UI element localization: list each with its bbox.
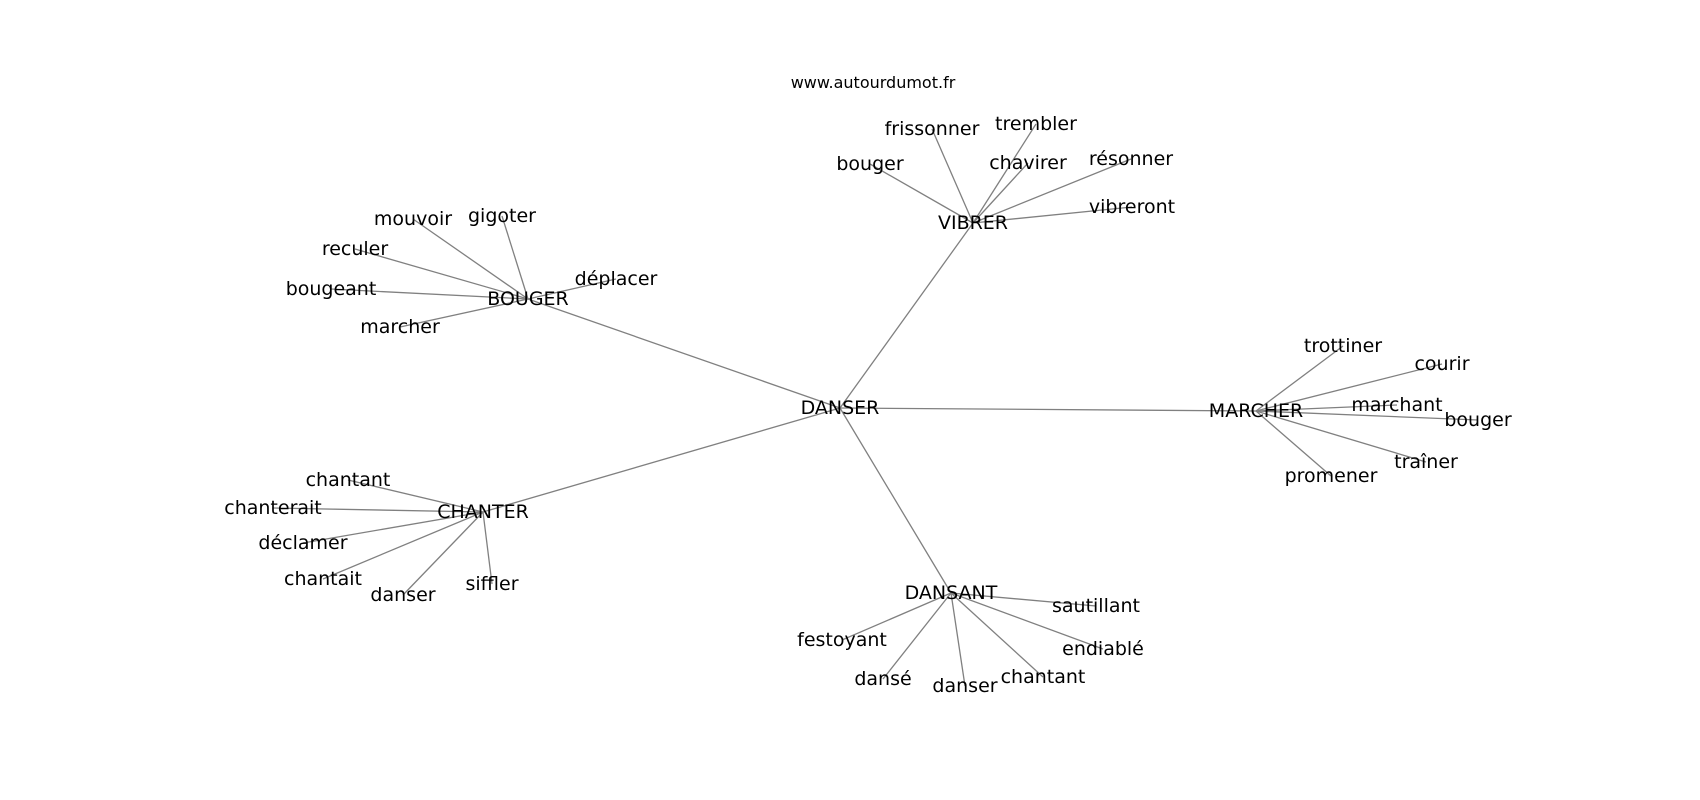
leaf-node-dansant-0[interactable]: sautillant <box>1052 595 1140 617</box>
edge-dansant-leaf-2 <box>950 592 1104 650</box>
leaf-node-marcher-0[interactable]: trottiner <box>1304 335 1382 357</box>
leaf-node-dansant-2[interactable]: endiablé <box>1062 638 1144 660</box>
edge-bouger-leaf-4 <box>330 288 529 300</box>
edge-vibrer-leaf-5 <box>972 206 1133 224</box>
edge-vibrer-leaf-3 <box>972 162 1029 224</box>
leaf-node-chanter-4[interactable]: danser <box>370 584 435 606</box>
hub-node-bouger[interactable]: BOUGER <box>487 288 569 310</box>
leaf-node-bouger-3[interactable]: déplacer <box>575 268 658 290</box>
leaf-node-vibrer-4[interactable]: résonner <box>1089 148 1173 170</box>
edge-marcher-leaf-0 <box>1255 345 1344 412</box>
edge-danser-marcher <box>839 407 1257 412</box>
leaf-node-bouger-0[interactable]: mouvoir <box>374 208 452 230</box>
edge-bouger-leaf-1 <box>501 215 529 300</box>
leaf-node-marcher-3[interactable]: bouger <box>1444 409 1511 431</box>
edge-bouger-leaf-5 <box>399 298 529 328</box>
graph-labels: www.autourdumot.fr DANSER BOUGER mouvoir gi… <box>224 73 1512 697</box>
hub-node-vibrer[interactable]: VIBRER <box>938 212 1008 234</box>
edge-vibrer-leaf-4 <box>972 158 1132 224</box>
edge-bouger-leaf-2 <box>354 248 529 300</box>
leaf-node-marcher-2[interactable]: marchant <box>1351 394 1442 416</box>
edge-dansant-leaf-1 <box>841 592 952 641</box>
edge-marcher-leaf-5 <box>1255 410 1332 477</box>
node-danser[interactable]: DANSER <box>801 397 880 419</box>
edge-dansant-leaf-4 <box>950 592 966 687</box>
edge-danser-vibrer <box>839 222 974 409</box>
leaf-node-bouger-4[interactable]: bougeant <box>286 278 377 300</box>
edge-marcher-leaf-1 <box>1255 363 1443 412</box>
site-url[interactable]: www.autourdumot.fr <box>791 73 956 92</box>
edge-danser-dansant <box>839 407 952 594</box>
edge-chanter-leaf-4 <box>402 511 484 596</box>
edge-vibrer-leaf-0 <box>931 128 974 224</box>
leaf-node-vibrer-5[interactable]: vibreront <box>1089 196 1175 218</box>
edge-bouger-leaf-3 <box>527 278 617 300</box>
leaf-node-chanter-5[interactable]: siffler <box>465 573 518 595</box>
leaf-node-vibrer-0[interactable]: frissonner <box>885 118 980 140</box>
edge-bouger-leaf-0 <box>412 218 529 300</box>
leaf-node-vibrer-3[interactable]: chavirer <box>989 152 1067 174</box>
edge-danser-bouger <box>527 298 841 409</box>
leaf-node-chanter-1[interactable]: chanterait <box>224 497 322 519</box>
edge-dansant-leaf-3 <box>882 592 952 680</box>
hub-node-dansant[interactable]: DANSANT <box>905 582 998 604</box>
leaf-node-vibrer-1[interactable]: trembler <box>995 113 1077 135</box>
leaf-node-dansant-5[interactable]: chantant <box>1001 666 1086 688</box>
leaf-node-chanter-0[interactable]: chantant <box>306 469 391 491</box>
edge-vibrer-leaf-2 <box>869 163 974 224</box>
edge-chanter-leaf-5 <box>482 511 493 585</box>
leaf-node-marcher-1[interactable]: courir <box>1414 353 1469 375</box>
leaf-node-marcher-5[interactable]: promener <box>1285 465 1378 487</box>
leaf-node-bouger-1[interactable]: gigoter <box>468 205 536 227</box>
edge-chanter-leaf-0 <box>347 479 484 513</box>
leaf-node-bouger-5[interactable]: marcher <box>360 316 440 338</box>
leaf-node-vibrer-2[interactable]: bouger <box>836 153 903 175</box>
leaf-node-marcher-4[interactable]: traîner <box>1394 451 1458 473</box>
hub-node-chanter[interactable]: CHANTER <box>437 501 529 523</box>
leaf-node-dansant-4[interactable]: danser <box>932 675 997 697</box>
edge-chanter-leaf-3 <box>322 511 484 580</box>
edge-chanter-leaf-1 <box>272 507 484 513</box>
edge-vibrer-leaf-1 <box>972 123 1037 224</box>
graph-edges <box>272 123 1479 687</box>
edge-dansant-leaf-0 <box>950 592 1097 607</box>
edge-marcher-leaf-3 <box>1255 410 1479 421</box>
edge-chanter-leaf-2 <box>302 511 484 544</box>
edge-dansant-leaf-5 <box>950 592 1044 678</box>
edge-danser-chanter <box>482 407 841 513</box>
edge-marcher-leaf-2 <box>1255 404 1398 412</box>
leaf-node-chanter-3[interactable]: chantait <box>284 568 362 590</box>
leaf-node-dansant-1[interactable]: festoyant <box>797 629 887 651</box>
edge-marcher-leaf-4 <box>1255 410 1427 463</box>
leaf-node-bouger-2[interactable]: reculer <box>322 238 389 260</box>
leaf-node-dansant-3[interactable]: dansé <box>854 668 911 690</box>
hub-node-marcher[interactable]: MARCHER <box>1209 400 1303 422</box>
leaf-node-chanter-2[interactable]: déclamer <box>258 532 347 554</box>
